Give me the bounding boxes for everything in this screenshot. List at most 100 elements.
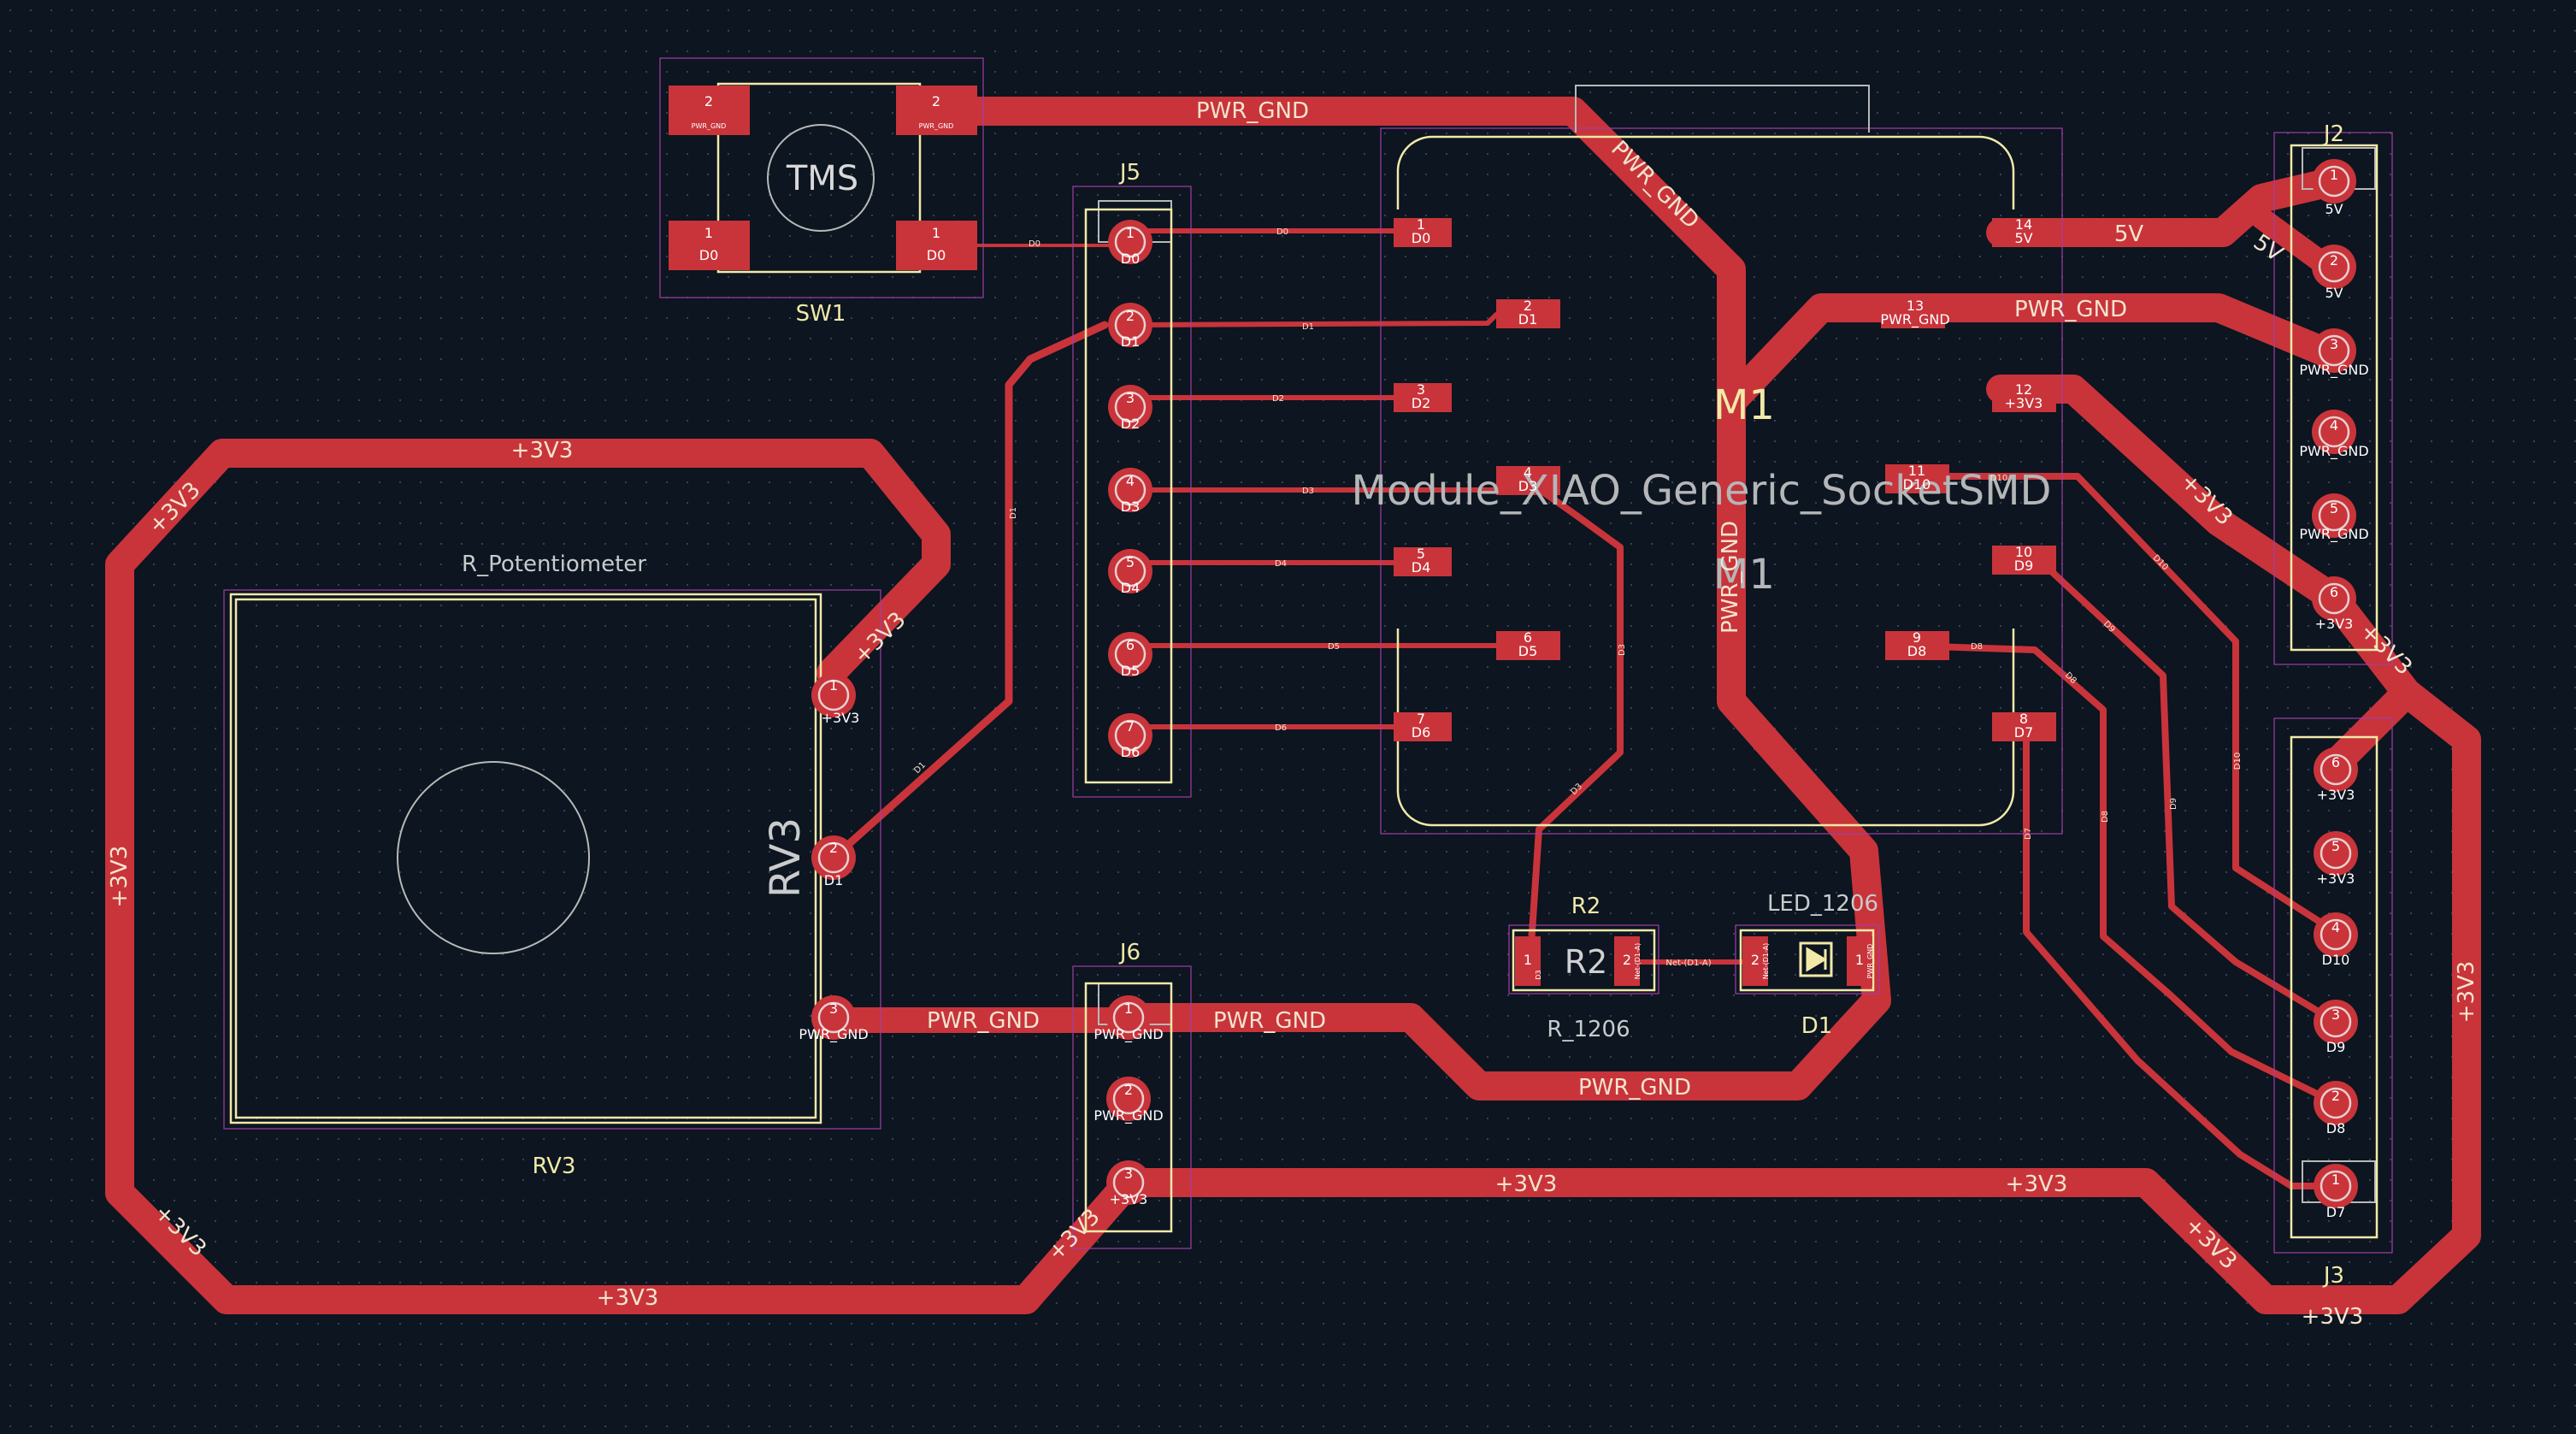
- j5-pad[interactable]: [1108, 549, 1152, 593]
- j5-pad[interactable]: [1108, 468, 1152, 512]
- j5-pad[interactable]: [1108, 220, 1152, 264]
- j6-pad[interactable]: [1106, 995, 1151, 1040]
- j2-pad[interactable]: [2312, 410, 2356, 454]
- m1-pad[interactable]: [1885, 631, 1949, 660]
- diode-symbol-icon: [1799, 941, 1833, 977]
- j2-pad[interactable]: [2312, 245, 2356, 289]
- sw1-button-outline: [767, 124, 875, 232]
- track-d7[interactable]: [2023, 723, 2339, 1189]
- r2-pad-num: 1: [1524, 952, 1532, 968]
- d1-pad[interactable]: [1847, 936, 1872, 986]
- j2-pad[interactable]: [2312, 328, 2356, 373]
- d1-value: LED_1206: [1767, 891, 1878, 917]
- j5-pin-num: 5: [1126, 554, 1135, 570]
- d1-pad-num: 1: [1855, 952, 1864, 968]
- track-label: PWR_GND: [1578, 1075, 1691, 1101]
- m1-pad[interactable]: [1496, 299, 1560, 328]
- m1-pad[interactable]: [1992, 546, 2056, 575]
- j3-pad[interactable]: [2314, 912, 2358, 957]
- track-5v[interactable]: [1986, 167, 2349, 247]
- sw1-pad[interactable]: [896, 86, 977, 135]
- m1-pad[interactable]: [1992, 218, 2056, 247]
- j3-pad[interactable]: [2314, 747, 2358, 792]
- m1-pad-net: D2: [1412, 395, 1431, 411]
- rv3-pad[interactable]: [811, 995, 856, 1040]
- track-label: +3V3: [2454, 961, 2479, 1024]
- track-label: D8: [1971, 642, 1983, 652]
- j5-pin-num: 1: [1126, 225, 1135, 241]
- j5: J5 1 D0 2 D1 3 D2 4 D3 5 D4 6 D5 7 D6: [1118, 160, 1141, 760]
- j6-pin-num: 2: [1124, 1082, 1133, 1098]
- track-d8[interactable]: [1903, 642, 2339, 1106]
- j5-pin-num: 7: [1126, 718, 1135, 735]
- j2-pad[interactable]: [2312, 493, 2356, 538]
- r2: R2 R2 R_1206 1 2 D3 Net-(D1-A): [1524, 894, 1642, 1042]
- j2-pad[interactable]: [2312, 576, 2356, 621]
- m1-pad-net: D9: [2014, 558, 2034, 574]
- d1: LED_1206 D1 2 1 Net-(D1-A) PWR_GND: [1751, 891, 1878, 1039]
- j6-pad[interactable]: [1106, 1160, 1151, 1205]
- sw1-pad-num: 1: [704, 225, 713, 241]
- j5-outline: [1084, 208, 1173, 784]
- track-gnd-m1-j2[interactable]: [1717, 293, 2340, 416]
- j2-pin-num: 6: [2330, 584, 2338, 600]
- m1-pad[interactable]: [1992, 712, 2056, 741]
- sw1-logo: TMS: [786, 159, 858, 198]
- track-label: D3: [1302, 487, 1314, 496]
- m1-pad[interactable]: [1496, 466, 1560, 495]
- sw1-pad[interactable]: [896, 221, 977, 270]
- track-3v3-loop[interactable]: [105, 439, 1143, 1314]
- j5-pad[interactable]: [1108, 385, 1152, 429]
- rv3-pin-num: 1: [829, 677, 838, 693]
- m1-pad[interactable]: [1394, 383, 1452, 412]
- d1-reference: D1: [1801, 1013, 1833, 1039]
- track-label: +3V3: [1495, 1171, 1558, 1197]
- j3-pin-num: 2: [2331, 1088, 2340, 1104]
- m1-pad[interactable]: [1496, 631, 1560, 660]
- j6-pad[interactable]: [1106, 1077, 1151, 1121]
- j3-pad[interactable]: [2314, 1164, 2358, 1208]
- track-3v3-j6-j3[interactable]: [1114, 678, 2481, 1314]
- sw1-pad[interactable]: [669, 86, 750, 135]
- m1-pad[interactable]: [1394, 547, 1452, 576]
- rv3: R_Potentiometer RV3 RV3 1 +3V3 2 D1 3 PW…: [462, 552, 869, 1179]
- track-label: D0: [1029, 239, 1040, 249]
- m1-pad-num: 4: [1524, 464, 1532, 481]
- j5-pad[interactable]: [1108, 303, 1152, 347]
- r2-pad[interactable]: [1614, 936, 1640, 986]
- m1-pad-num: 9: [1913, 629, 1921, 646]
- track-label: D10: [2233, 752, 2243, 770]
- m1-pad[interactable]: [1881, 299, 1945, 328]
- rv3-pad[interactable]: [811, 673, 856, 717]
- track-d9[interactable]: [2031, 552, 2339, 1025]
- m1-pad[interactable]: [1394, 712, 1452, 741]
- track-label: +3V3: [597, 1285, 659, 1311]
- track-d3-r2[interactable]: [1527, 480, 1624, 961]
- j3: J3 6 +3V3 5 +3V3 4 D10 3 D9 2 D8 1 D7: [2317, 754, 2355, 1289]
- j2-pin-net: PWR_GND: [2299, 443, 2368, 460]
- j3-pad[interactable]: [2314, 1000, 2358, 1044]
- track-label: D5: [1328, 642, 1340, 652]
- j5-pad[interactable]: [1108, 713, 1152, 758]
- j3-pad[interactable]: [2314, 831, 2358, 876]
- m1-pad[interactable]: [1885, 464, 1949, 493]
- rv3-knob-outline: [397, 761, 590, 954]
- j5-pad[interactable]: [1108, 632, 1152, 676]
- j6-pin-num: 1: [1124, 1000, 1133, 1017]
- track-d1-rv3[interactable]: [829, 321, 1109, 862]
- r2-pad[interactable]: [1515, 936, 1541, 986]
- r2-pad-num: 2: [1623, 952, 1631, 968]
- track-label: 5V: [2114, 221, 2144, 247]
- j3-pad[interactable]: [2314, 1081, 2358, 1125]
- m1-pad[interactable]: [1394, 218, 1452, 247]
- sw1-pad[interactable]: [669, 221, 750, 270]
- j2-pad[interactable]: [2312, 159, 2356, 204]
- j3-pin-num: 1: [2331, 1171, 2340, 1188]
- d1-pad-net: Net-(D1-A): [1762, 943, 1770, 980]
- m1-pad[interactable]: [1992, 383, 2056, 412]
- j2-pin-num: 3: [2330, 336, 2338, 352]
- track-d10[interactable]: [1903, 473, 2339, 935]
- rv3-pad[interactable]: [811, 835, 856, 880]
- d1-pad[interactable]: [1742, 936, 1768, 986]
